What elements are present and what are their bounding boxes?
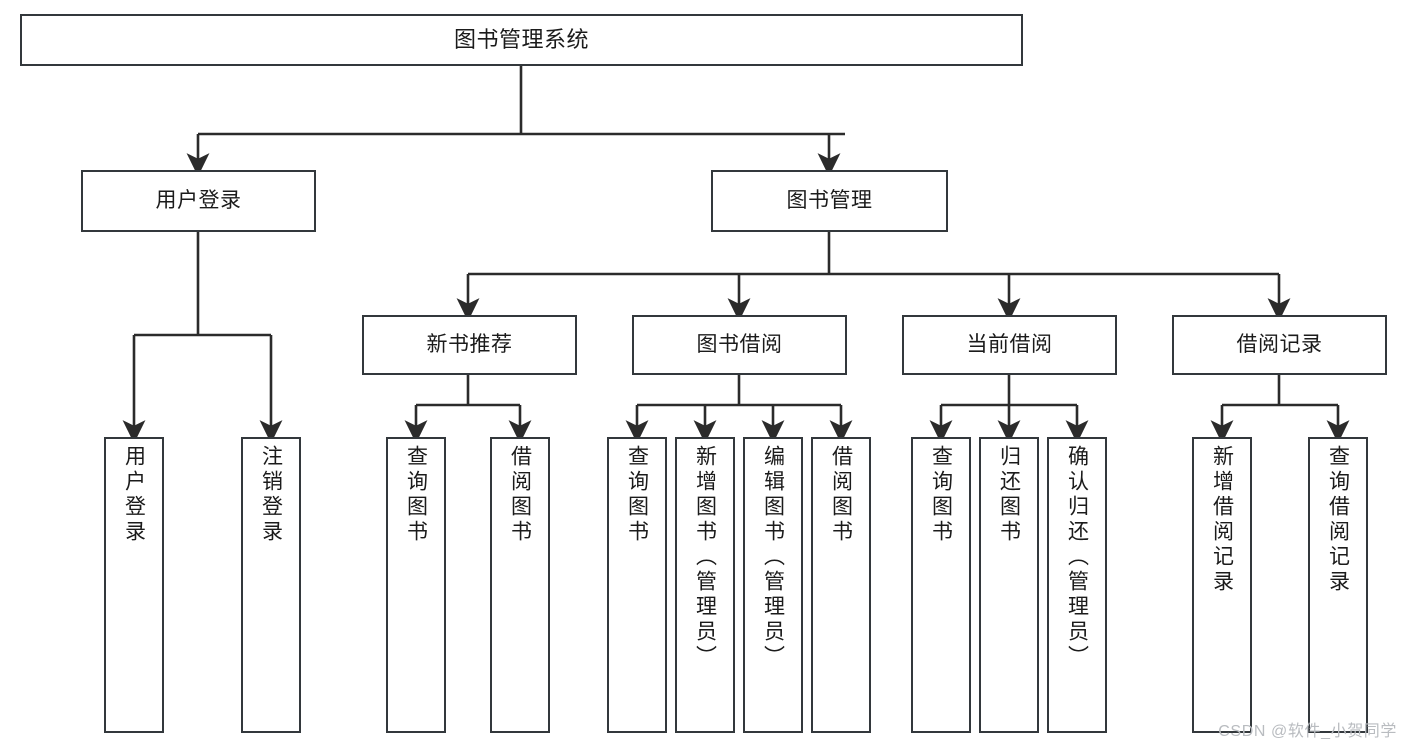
node-label: 图书借阅 [696,333,783,357]
node-borrow-record[interactable]: 借阅记录 [1172,315,1387,375]
node-label: 注销登录 [259,445,283,545]
leaf-confirm-return-admin[interactable]: 确认归还（管理员） [1047,437,1107,733]
leaf-add-book-admin[interactable]: 新增图书（管理员） [675,437,735,733]
leaf-borrow-book-borrow[interactable]: 借阅图书 [811,437,871,733]
leaf-logout-login[interactable]: 注销登录 [241,437,301,733]
node-root-book-management-system[interactable]: 图书管理系统 [20,14,1023,66]
node-label: 新书推荐 [426,333,513,357]
node-label: 借阅图书 [508,445,532,545]
leaf-edit-book-admin[interactable]: 编辑图书（管理员） [743,437,803,733]
node-book-management[interactable]: 图书管理 [711,170,948,232]
leaf-query-borrow-record[interactable]: 查询借阅记录 [1308,437,1368,733]
node-label: 借阅记录 [1236,333,1323,357]
node-label: 查询图书 [625,445,649,545]
node-label: 查询图书 [404,445,428,545]
node-new-book-recommend[interactable]: 新书推荐 [362,315,577,375]
node-label: 用户登录 [155,189,242,213]
node-book-borrow[interactable]: 图书借阅 [632,315,847,375]
node-label: 查询图书 [929,445,953,545]
node-label: 借阅图书 [829,445,853,545]
leaf-query-book-new-book[interactable]: 查询图书 [386,437,446,733]
leaf-user-login[interactable]: 用户登录 [104,437,164,733]
node-label: 归还图书 [997,445,1021,545]
node-label: 图书管理系统 [453,26,589,52]
node-label: 用户登录 [122,445,146,545]
leaf-add-borrow-record[interactable]: 新增借阅记录 [1192,437,1252,733]
node-label: 新增借阅记录 [1210,445,1234,595]
node-user-login[interactable]: 用户登录 [81,170,316,232]
node-label: 当前借阅 [966,333,1053,357]
leaf-query-book-borrow[interactable]: 查询图书 [607,437,667,733]
leaf-query-book-current[interactable]: 查询图书 [911,437,971,733]
node-label: 新增图书（管理员） [693,445,717,670]
node-label: 确认归还（管理员） [1065,445,1089,670]
leaf-borrow-book-new-book[interactable]: 借阅图书 [490,437,550,733]
node-label: 编辑图书（管理员） [761,445,785,670]
node-label: 查询借阅记录 [1326,445,1350,595]
leaf-return-book[interactable]: 归还图书 [979,437,1039,733]
node-current-borrow[interactable]: 当前借阅 [902,315,1117,375]
node-label: 图书管理 [786,189,873,213]
